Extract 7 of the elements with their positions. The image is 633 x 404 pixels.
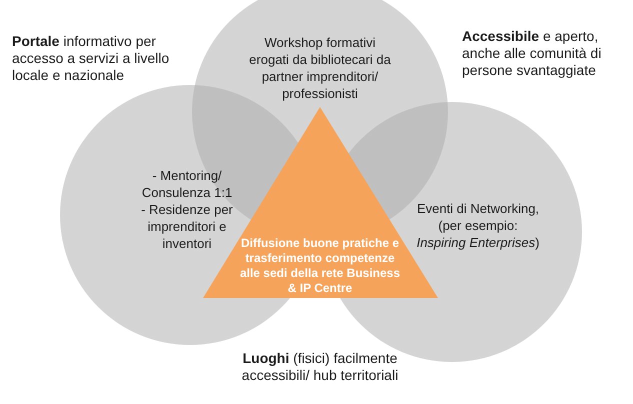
note-text: Accessibile e aperto, anche alle comunità di persone svantaggiate bbox=[462, 28, 602, 79]
note-text: Luoghi (fisici) facilmente accessibili/ hub territoriali bbox=[240, 350, 400, 384]
circle-text: - Mentoring/ Consulenza 1:1 - Residenze per imprenditori e inventori bbox=[140, 167, 234, 252]
triangle-text: Diffusione buone pratiche e trasferimento competenze alle sedi della rete Business & IP Centre bbox=[238, 236, 402, 296]
note-text: Portale informativo per accesso a servizi a livello locale e nazionale bbox=[12, 33, 170, 84]
circle-text: Eventi di Networking, (per esempio: Inspiring Enterprises) bbox=[416, 200, 540, 251]
circle-text: Workshop formativi erogati da bibliotecari da partner imprenditori/ professionisti bbox=[248, 34, 392, 102]
